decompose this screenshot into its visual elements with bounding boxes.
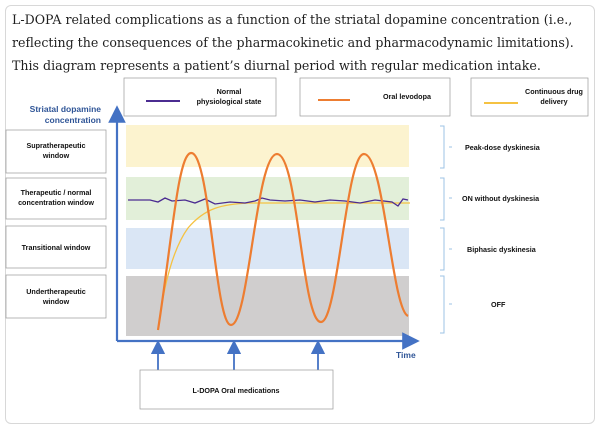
window-labels: Supratherapeutic window Therapeutic / no… [5,129,107,319]
bracket-peak-dose [440,125,445,169]
window-label-transitional: Transitional window [22,243,91,252]
window-label-thera-1: Therapeutic / normal [21,188,92,197]
window-label-supra-1: Supratherapeutic [26,141,85,150]
window-box-supratherapeutic [5,129,107,174]
figure-caption: L-DOPA related complications as a functi… [12,12,574,73]
effect-brackets [440,125,452,334]
bracket-biphasic [440,227,445,271]
curve-normal-physiological [128,197,409,207]
band-undertherapeutic [126,276,409,336]
band-therapeutic [126,177,409,220]
window-box-transitional [5,225,107,269]
legend-label-continuous-1: Continuous drug [525,87,583,96]
band-supratherapeutic [126,125,409,167]
window-label-under-1: Undertherapeutic [26,287,86,296]
band-transitional [126,228,409,269]
legend-box-oral [299,77,451,117]
effect-off: OFF [491,300,506,309]
y-axis-title-1: Striatal dopamine [30,104,102,114]
bracket-on [440,177,445,221]
effect-on: ON without dyskinesia [462,194,540,203]
legend-label-oral: Oral levodopa [383,92,432,101]
window-box-therapeutic [5,177,107,220]
x-axis-title: Time [396,350,416,360]
legend: Normal physiological state Oral levodopa… [123,77,589,117]
legend-box-normal [123,77,277,117]
window-label-supra-2: window [42,151,70,160]
legend-label-normal-1: Normal [217,87,242,96]
curve-oral-levodopa [156,151,409,331]
window-box-undertherapeutic [5,274,107,319]
effect-peak-dose: Peak-dose dyskinesia [465,143,541,152]
bracket-off [440,275,445,334]
legend-label-continuous-2: delivery [540,97,567,106]
window-label-under-2: window [42,297,70,306]
effect-biphasic: Biphasic dyskinesia [467,245,537,254]
window-label-thera-2: concentration window [18,198,94,207]
legend-box-continuous [470,77,589,117]
legend-label-normal-2: physiological state [197,97,262,106]
medication-box [139,369,334,410]
medication-label: L-DOPA Oral medications [192,386,279,395]
y-axis-title-2: concentration [45,115,101,125]
medication-arrows [150,339,326,370]
